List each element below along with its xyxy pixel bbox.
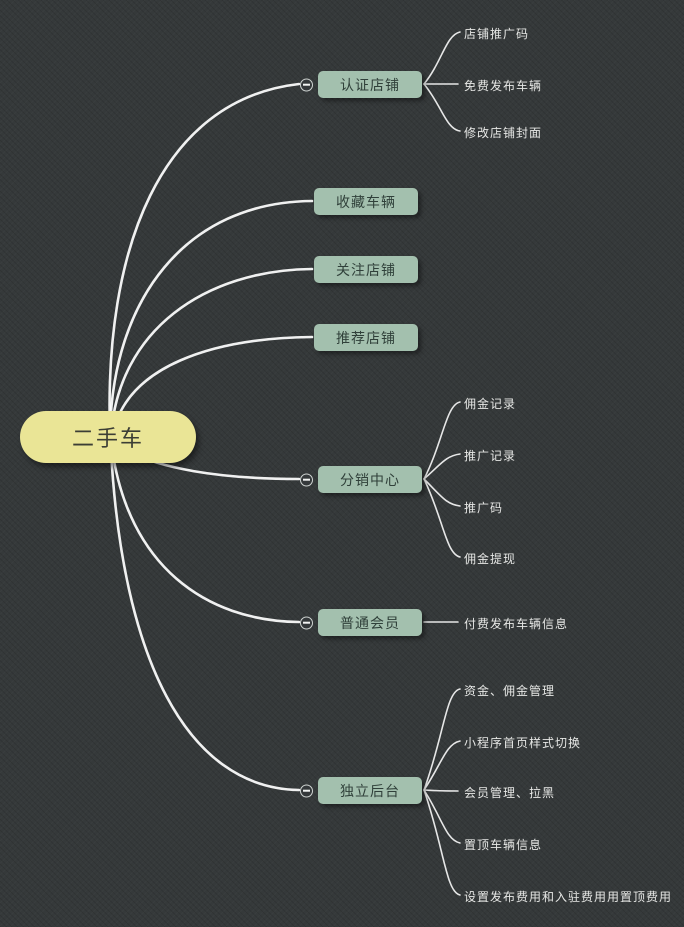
link-root-guanzhu [109,267,314,438]
branch-node-label: 分销中心 [340,471,400,488]
link-root-putong [110,446,301,624]
collapse-minus-icon[interactable] [300,784,313,797]
link-renzheng-c0 [423,31,461,85]
leaf-node-shop-promo-code[interactable]: 店铺推广码 [464,27,530,41]
link-renzheng-c2 [423,83,461,132]
root-node-label: 二手车 [71,426,144,451]
leaf-node-pin-car-info[interactable]: 置顶车辆信息 [464,838,543,852]
branch-node-label: 收藏车辆 [336,193,396,210]
branch-node-regular-member[interactable]: 普通会员 [300,609,422,636]
leaf-node-promo-code[interactable]: 推广码 [464,501,504,515]
branch-node-label: 认证店铺 [340,76,400,93]
link-duli-c0 [423,688,461,791]
collapse-minus-icon[interactable] [300,616,313,629]
leaf-node-paid-publish-info[interactable]: 付费发布车辆信息 [464,617,569,631]
leaf-node-edit-shop-cover[interactable]: 修改店铺封面 [464,126,543,140]
leaf-node-commission-records[interactable]: 佣金记录 [464,397,517,411]
branch-node-recommend-shops[interactable]: 推荐店铺 [314,324,418,351]
branch-node-distribution-center[interactable]: 分销中心 [300,466,422,493]
link-fenxiao-c1 [423,453,461,480]
branch-node-certified-shop[interactable]: 认证店铺 [300,71,422,98]
link-duli-c3 [423,789,461,844]
leaf-node-free-publish-car[interactable]: 免费发布车辆 [464,79,543,93]
branch-node-label: 关注店铺 [336,261,396,278]
link-fenxiao-c2 [423,478,461,507]
branch-node-independent-backend[interactable]: 独立后台 [300,777,422,804]
branch-node-label: 普通会员 [340,614,400,631]
branch-node-follow-shops[interactable]: 关注店铺 [314,256,418,283]
link-fenxiao-c0 [423,401,461,480]
link-root-shoucang [108,199,314,436]
branch-node-favorite-cars[interactable]: 收藏车辆 [314,188,418,215]
root-node-used-car[interactable]: 二手车 [20,411,196,463]
collapse-minus-icon[interactable] [300,78,313,91]
link-root-duli [109,448,301,792]
leaf-node-set-fees[interactable]: 设置发布费用和入驻费用用置顶费用 [464,890,673,904]
leaf-node-promotion-records[interactable]: 推广记录 [464,449,517,463]
leaf-node-commission-withdraw[interactable]: 佣金提现 [464,552,517,566]
link-duli-c2 [423,789,459,792]
link-root-renzheng [108,82,301,434]
link-duli-c4 [423,789,461,896]
link-fenxiao-c3 [423,478,461,558]
branch-node-label: 推荐店铺 [336,329,396,346]
collapse-minus-icon[interactable] [300,473,313,486]
link-duli-c1 [423,740,461,791]
leaf-node-member-mgmt-blacklist[interactable]: 会员管理、拉黑 [464,786,556,800]
branch-node-label: 独立后台 [340,782,400,799]
leaf-node-miniapp-home-style[interactable]: 小程序首页样式切换 [464,736,582,750]
leaf-node-funds-commission-mgmt[interactable]: 资金、佣金管理 [464,684,556,698]
